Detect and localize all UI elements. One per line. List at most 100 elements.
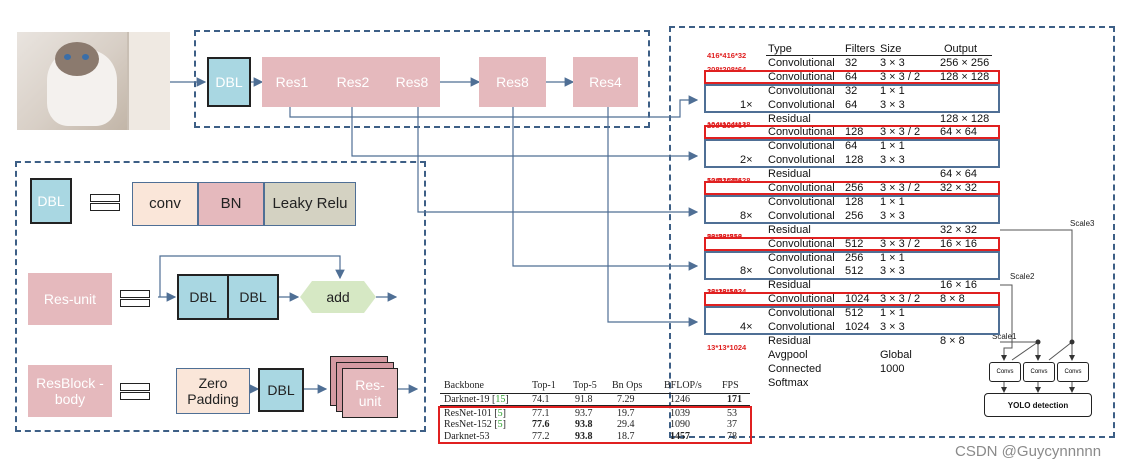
darknet-cell-mult: 4× — [740, 321, 753, 333]
darknet-cell-type: Convolutional — [768, 293, 835, 306]
convs-box-2: Convs — [1023, 362, 1055, 382]
feature-shape-label: 416*416*32 — [707, 50, 747, 60]
legend-res-unit: Res-unit — [28, 273, 112, 325]
res-group-block — [262, 57, 440, 107]
add-hexagon — [300, 281, 376, 313]
darknet-cell-size: 3 × 3 — [880, 56, 905, 69]
darknet-cell-output: 16 × 16 — [940, 279, 978, 292]
legend-resblock-body: ResBlock -body — [28, 365, 112, 417]
darknet-cell-filters: 256 — [845, 182, 864, 194]
bench-cell-bflop: 1090 — [670, 419, 690, 430]
bench-cell-top1: 77.1 — [532, 407, 550, 419]
bench-cell-top5: 93.7 — [575, 407, 593, 419]
darknet-cell-type: Convolutional — [768, 126, 835, 139]
scale2-label: Scale2 — [1010, 272, 1035, 281]
residual-group — [704, 250, 1000, 280]
stride-highlight — [704, 69, 1000, 84]
feature-shape-label: 26*26*512 — [707, 287, 743, 297]
bench-header-bflop: BFLOP/s — [664, 380, 702, 391]
darknet-cell-size: Global — [880, 348, 912, 361]
bench-rule — [440, 405, 750, 406]
bench-header-top5: Top-5 — [573, 380, 597, 391]
darknet-cell-size: 1 × 1 — [880, 307, 905, 320]
bench-cell-top5: 93.8 — [575, 419, 593, 430]
cat-eye — [82, 54, 89, 60]
bench-cell-fps: 78 — [727, 430, 737, 442]
legend-dbl: DBL — [30, 178, 72, 224]
feature-shape-label: 13*13*1024 — [707, 287, 747, 297]
bench-header-ops: Bn Ops — [612, 380, 643, 391]
bench-cell-top1: 74.1 — [532, 394, 550, 405]
darknet-cell-type: Convolutional — [768, 182, 835, 194]
darknet-cell-size: 3 × 3 — [880, 265, 905, 278]
res-unit-dbl-1: DBL — [177, 274, 229, 320]
darknet-cell-type: Residual — [768, 334, 811, 347]
convs-box-1: Convs — [989, 362, 1021, 382]
stride-highlight — [704, 236, 1000, 251]
bench-backbone-name: Darknet-53 — [444, 430, 490, 442]
darknet-cell-mult: 8× — [740, 265, 753, 278]
darknet-cell-type: Convolutional — [768, 209, 835, 222]
darknet-cell-size: 3 × 3 — [880, 209, 905, 222]
darknet-header-output: Output — [944, 43, 978, 55]
darknet-cell-output: 64 × 64 — [940, 126, 978, 139]
darknet-cell-size: 1 × 1 — [880, 251, 905, 264]
darknet-cell-type: Residual — [768, 168, 811, 181]
darknet-cell-size: 1 × 1 — [880, 195, 905, 208]
darknet-cell-filters: 64 — [845, 70, 858, 83]
darknet-cell-type: Convolutional — [768, 251, 835, 264]
stride-highlight — [704, 292, 1000, 307]
conv-block: conv — [132, 182, 198, 226]
feature-shape-label: 104*104*128 — [707, 120, 751, 130]
bench-header-fps: FPS — [722, 380, 739, 391]
darknet-cell-filters: 512 — [845, 307, 864, 320]
darknet-cell-type: Residual — [768, 112, 811, 125]
darknet-cell-size: 1 × 1 — [880, 140, 905, 153]
darknet-cell-output: 128 × 128 — [940, 112, 990, 125]
darknet-cell-filters: 1024 — [845, 293, 870, 306]
backbone-frame — [194, 30, 650, 128]
res8-block: Res8 — [479, 57, 546, 107]
bench-cell-ops: 19.7 — [617, 407, 635, 419]
bench-cell-name: ResNet-152 [5] — [444, 419, 506, 430]
darknet-cell-size: 3 × 3 — [880, 154, 905, 167]
darknet-cell-filters: 64 — [845, 140, 858, 153]
residual-group — [704, 306, 1000, 336]
equals-icon — [120, 290, 150, 298]
darknet-cell-type: Convolutional — [768, 98, 835, 111]
darknet-cell-type: Residual — [768, 223, 811, 236]
darknet-cell-filters: 128 — [845, 195, 864, 208]
scale3-label: Scale3 — [1070, 219, 1095, 228]
darknet-cell-size: 3 × 3 / 2 — [880, 126, 921, 139]
bn-block: BN — [198, 182, 264, 226]
feature-shape-label: 208*208*64 — [707, 64, 747, 74]
darknet-cell-type: Convolutional — [768, 154, 835, 167]
res2-label: Res2 — [336, 73, 370, 90]
darknet-cell-mult: 1× — [740, 98, 753, 111]
darknet-cell-type: Convolutional — [768, 84, 835, 97]
bench-backbone-name: Darknet-19 — [444, 394, 490, 405]
darknet-cell-type: Convolutional — [768, 321, 835, 333]
bench-citation: 5 — [497, 407, 503, 419]
bench-cell-name: Darknet-53 — [444, 431, 490, 442]
darknet-cell-size: 3 × 3 / 2 — [880, 237, 921, 250]
zero-padding-block: Zero Padding — [176, 368, 250, 414]
darknet-frame — [669, 26, 1115, 438]
bench-cell-ops: 18.7 — [617, 430, 635, 442]
yolo-detection-box: YOLO detection — [984, 393, 1092, 417]
bench-cell-fps: 53 — [727, 407, 737, 419]
darknet-cell-type: Connected — [768, 362, 822, 375]
darknet-cell-filters: 512 — [845, 265, 864, 278]
res-unit-dbl-2: DBL — [227, 274, 279, 320]
bench-backbone-name: ResNet-152 — [444, 419, 492, 430]
stride-highlight — [704, 181, 1000, 195]
darknet-cell-mult: 8× — [740, 209, 753, 222]
watermark: CSDN @Guycynnnnn — [955, 443, 1102, 460]
darknet-cell-type: Convolutional — [768, 307, 835, 320]
res-unit-stack-front: Res- unit — [342, 368, 398, 418]
equals-icon — [120, 392, 150, 400]
darknet-cell-filters: 1024 — [845, 321, 870, 333]
feature-shape-label: 52*52*256 — [707, 176, 743, 185]
darknet-cell-type: Softmax — [768, 376, 809, 389]
darknet-cell-type: Avgpool — [768, 348, 808, 361]
